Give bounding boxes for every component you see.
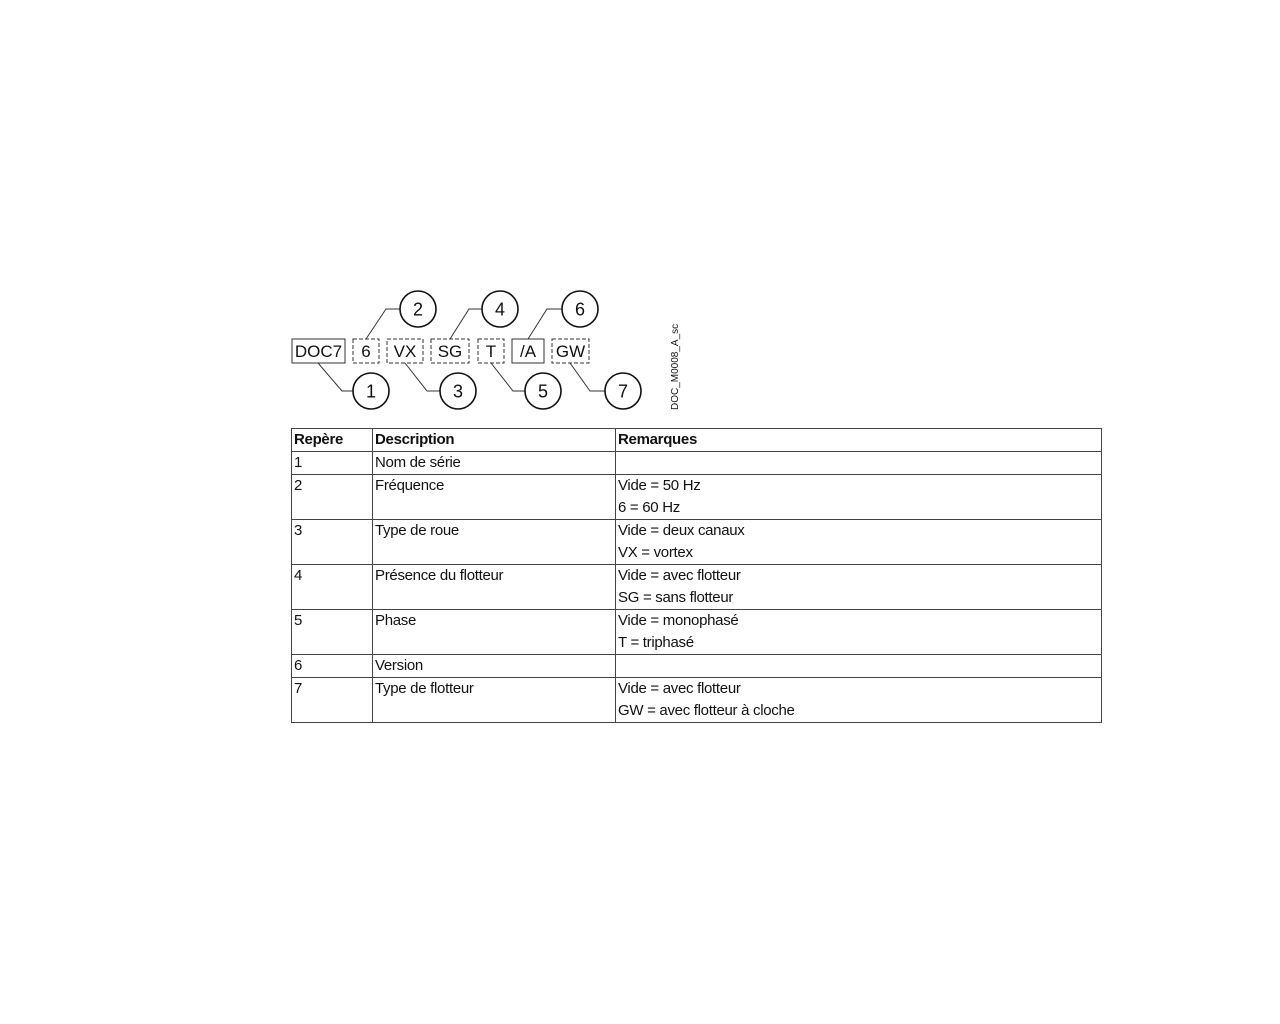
cell-remarques [615, 654, 1102, 678]
cell-repere: 3 [291, 519, 373, 565]
code-box-float-type-text: GW [556, 342, 585, 361]
remark-line: Vide = avec flotteur [618, 567, 741, 584]
cell-description: Nom de série [372, 451, 616, 475]
code-box-float: SG [430, 338, 470, 364]
header-description: Description [372, 428, 616, 452]
cell-repere: 1 [291, 451, 373, 475]
remark-line: Vide = 50 Hz [618, 477, 701, 494]
code-box-doc7-text: DOC7 [295, 342, 342, 361]
code-box-doc7: DOC7 [291, 338, 346, 364]
cell-repere: 5 [291, 609, 373, 655]
leader-line-4 [449, 308, 482, 340]
cell-description: Présence du flotteur [372, 564, 616, 610]
cell-remarques: Vide = avec flotteur GW = avec flotteur … [615, 677, 1102, 723]
cell-repere: 6 [291, 654, 373, 678]
callout-6-text: 6 [575, 300, 585, 320]
cell-description: Version [372, 654, 616, 678]
table-row: 6 Version [291, 654, 1102, 678]
figure-reference-label: DOC_M0008_A_sc [670, 324, 681, 410]
code-box-frequency-text: 6 [361, 342, 370, 361]
callout-1-text: 1 [366, 382, 376, 402]
header-remarques: Remarques [615, 428, 1102, 452]
remark-line: T = triphasé [618, 634, 694, 651]
callout-6: 6 [561, 290, 599, 328]
cell-description: Phase [372, 609, 616, 655]
callout-7: 7 [604, 372, 642, 410]
code-box-phase-text: T [486, 342, 496, 361]
cell-repere: 7 [291, 677, 373, 723]
code-box-frequency: 6 [352, 338, 380, 364]
remark-line: SG = sans flotteur [618, 589, 734, 606]
leader-line-6 [527, 308, 562, 340]
cell-repere: 2 [291, 474, 373, 520]
leader-line-5 [490, 362, 525, 392]
cell-repere: 4 [291, 564, 373, 610]
table-row: 7 Type de flotteur Vide = avec flotteur … [291, 677, 1102, 723]
callout-2: 2 [399, 290, 437, 328]
callout-3: 3 [439, 372, 477, 410]
cell-description: Fréquence [372, 474, 616, 520]
cell-description: Type de flotteur [372, 677, 616, 723]
leader-line-7 [569, 362, 605, 392]
table-header-row: Repère Description Remarques [291, 428, 1102, 452]
callout-4: 4 [481, 290, 519, 328]
code-box-phase: T [477, 338, 505, 364]
table-row: 3 Type de roue Vide = deux canaux VX = v… [291, 519, 1102, 565]
callout-5: 5 [524, 372, 562, 410]
code-box-impeller: VX [386, 338, 424, 364]
remark-line: GW = avec flotteur à cloche [618, 702, 795, 719]
code-box-float-type: GW [551, 338, 590, 364]
code-box-float-text: SG [438, 342, 463, 361]
remark-line: Vide = avec flotteur [618, 680, 741, 697]
remark-line: 6 = 60 Hz [618, 499, 680, 516]
callout-3-text: 3 [453, 382, 463, 402]
leader-line-2 [365, 308, 400, 340]
cell-description: Type de roue [372, 519, 616, 565]
table-row: 2 Fréquence Vide = 50 Hz 6 = 60 Hz [291, 474, 1102, 520]
remark-line: Vide = monophasé [618, 612, 739, 629]
table-row: 5 Phase Vide = monophasé T = triphasé [291, 609, 1102, 655]
leader-line-1 [317, 362, 353, 392]
cell-remarques: Vide = 50 Hz 6 = 60 Hz [615, 474, 1102, 520]
callout-2-text: 2 [413, 300, 423, 320]
remark-line: VX = vortex [618, 544, 693, 561]
leader-line-3 [404, 362, 440, 392]
code-box-version: /A [511, 338, 545, 364]
type-key-table: Repère Description Remarques 1 Nom de sé… [291, 428, 1102, 723]
cell-remarques: Vide = deux canaux VX = vortex [615, 519, 1102, 565]
table-row: 1 Nom de série [291, 451, 1102, 475]
cell-remarques [615, 451, 1102, 475]
callout-7-text: 7 [618, 382, 628, 402]
cell-remarques: Vide = avec flotteur SG = sans flotteur [615, 564, 1102, 610]
code-box-impeller-text: VX [394, 342, 417, 361]
callout-4-text: 4 [495, 300, 505, 320]
callout-1: 1 [352, 372, 390, 410]
table-row: 4 Présence du flotteur Vide = avec flott… [291, 564, 1102, 610]
code-box-version-text: /A [520, 342, 537, 361]
callout-5-text: 5 [538, 382, 548, 402]
header-repere: Repère [291, 428, 373, 452]
cell-remarques: Vide = monophasé T = triphasé [615, 609, 1102, 655]
type-key-diagram: DOC7 6 VX SG T /A GW 1 2 [291, 290, 681, 410]
remark-line: Vide = deux canaux [618, 522, 745, 539]
leader-lines [317, 308, 605, 392]
